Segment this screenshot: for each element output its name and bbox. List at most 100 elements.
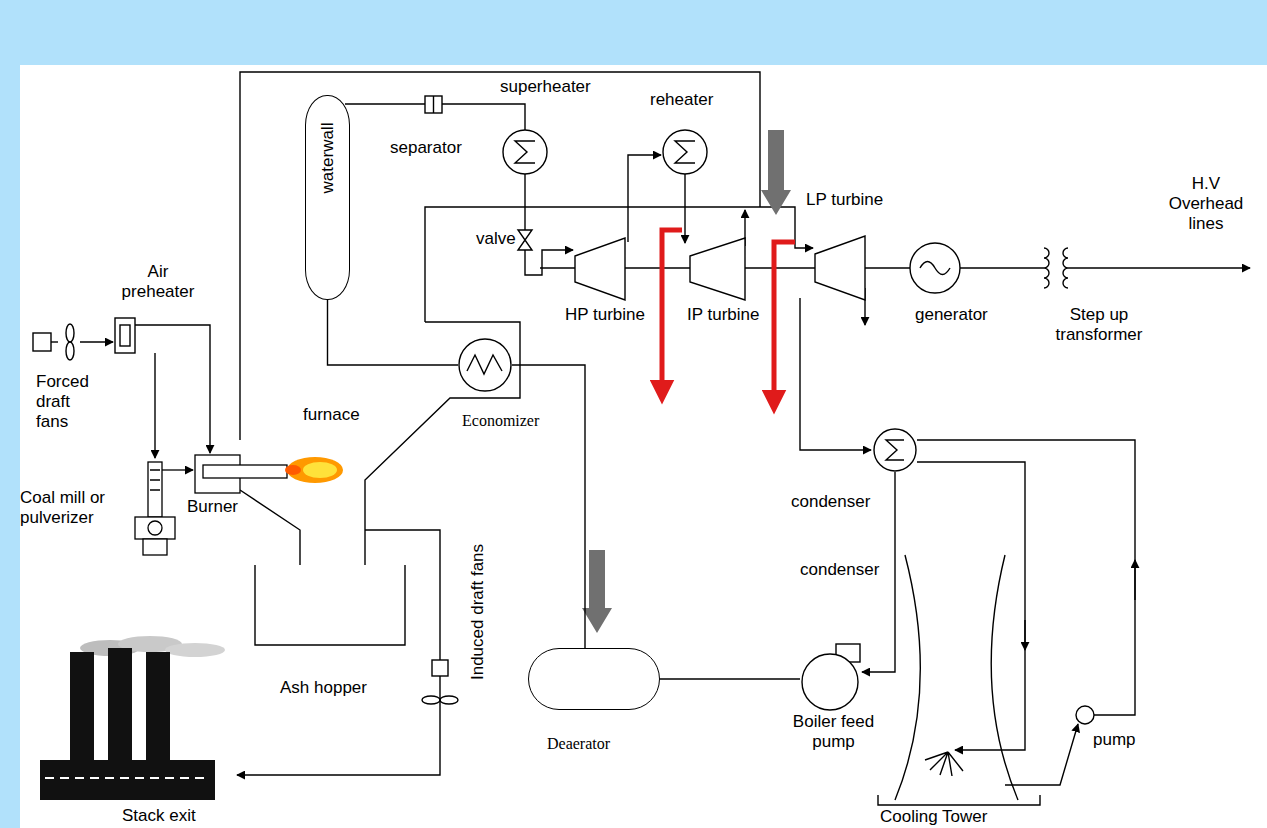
cooling-water-lines (917, 440, 1135, 715)
stack-exit-picture (146, 652, 170, 762)
component-label: valve (476, 229, 516, 249)
coal-mill-symbol (150, 470, 160, 490)
cooling-tower (991, 555, 1018, 800)
steam-pipes (628, 155, 661, 242)
turbine-symbols (690, 238, 745, 300)
flame (285, 465, 301, 475)
component-label: LP turbine (806, 190, 883, 210)
pump-symbol (802, 654, 858, 710)
component-label: Boiler feed pump (786, 712, 881, 752)
induced-draft-system (365, 530, 440, 660)
burner-symbol (203, 465, 287, 478)
cooling-water-lines (925, 752, 963, 776)
pipe-connector (660, 678, 800, 679)
transformer-symbol (1068, 267, 1250, 268)
pipe-connector (512, 365, 585, 648)
burner-symbol (195, 455, 287, 493)
boiler-furnace (240, 490, 300, 565)
component-label: pump (1093, 730, 1136, 750)
transformer-symbol (1044, 248, 1049, 288)
separator-symbol (433, 96, 434, 113)
flame (303, 462, 337, 478)
component-label: condenser (791, 492, 865, 512)
pipe-connector (328, 300, 459, 365)
component-label: superheater (500, 77, 591, 97)
flame (285, 457, 343, 483)
valve-symbol (518, 230, 532, 250)
coal-mill-symbol (135, 517, 175, 539)
air-system (33, 333, 51, 351)
red-bleed-arrows (662, 230, 795, 402)
condenser-symbol: condenser (873, 428, 917, 472)
generator-symbol (920, 262, 950, 275)
pump-symbol: Boiler feed pump (800, 642, 862, 712)
component-label: furnace (303, 405, 360, 425)
air-system (154, 353, 155, 458)
coal-mill-symbol (143, 539, 167, 555)
stack-exit-picture (108, 648, 132, 762)
cooling-pump-symbol (1076, 706, 1094, 724)
induced-draft-system (237, 530, 458, 775)
induced-draft-system (422, 696, 440, 704)
cooling-water-lines (917, 440, 1135, 785)
turbine-symbols (815, 236, 865, 300)
condenser-symbol (873, 428, 917, 472)
air-system (51, 341, 58, 342)
turbine-symbols (575, 238, 625, 300)
reheater-symbol (663, 130, 707, 174)
pump-symbol (800, 642, 862, 712)
component-label: Deaerator (547, 735, 610, 753)
air-system (80, 341, 113, 342)
transformer-symbol (1063, 248, 1068, 288)
stack-exit-picture (45, 777, 208, 779)
induced-draft-system (432, 660, 448, 676)
cooling-water-lines (1134, 560, 1135, 600)
steam-pipes (525, 250, 573, 275)
generator-symbol (960, 267, 1044, 268)
induced-draft-system (440, 696, 458, 704)
separator-symbol (425, 96, 442, 113)
component-label: Ash hopper (280, 678, 367, 698)
steam-pipes (800, 298, 871, 450)
cooling-tower (878, 555, 1040, 805)
coal-mill-symbol (162, 469, 193, 470)
air-system (66, 324, 74, 342)
component-label: waterwall (317, 123, 337, 194)
valve-symbol (518, 230, 532, 250)
air-system (120, 325, 130, 346)
component-label: separator (390, 138, 462, 158)
generator-symbol (910, 243, 960, 293)
coal-mill-symbol (135, 462, 193, 555)
cooling-water-lines (917, 462, 1025, 750)
generator-symbol (910, 243, 1044, 293)
steam-pipes (684, 174, 685, 243)
economizer-symbol (459, 339, 511, 391)
grey-arrows (582, 550, 612, 633)
economizer-symbol: Economizer (458, 338, 512, 392)
red-bleed-arrows (774, 242, 795, 402)
steam-pipes (524, 174, 525, 230)
cooling-water-lines (1024, 620, 1025, 650)
stack-exit-picture (40, 760, 215, 800)
air-system (135, 325, 210, 453)
stack-exit-picture (70, 652, 94, 762)
steam-pipes (425, 207, 813, 322)
component-label: Coal mill or pulverizer (20, 488, 138, 528)
reheater-symbol (675, 141, 695, 163)
component-label: Cooling Tower (880, 807, 987, 827)
superheater-symbol (503, 130, 547, 174)
component-label: H.V Overhead lines (1162, 174, 1250, 234)
component-label: Burner (187, 497, 238, 517)
reheater-symbol (663, 130, 707, 174)
air-system (115, 318, 135, 353)
component-label: reheater (650, 90, 713, 110)
component-label: IP turbine (687, 305, 759, 325)
coal-mill-symbol (148, 521, 162, 535)
induced-draft-system (237, 676, 440, 775)
steam-pipes (240, 72, 760, 440)
component-label: generator (915, 305, 988, 325)
red-bleed-arrows (662, 230, 682, 392)
boiler-furnace (365, 322, 520, 565)
component-label: Forced draft fans (36, 372, 102, 432)
